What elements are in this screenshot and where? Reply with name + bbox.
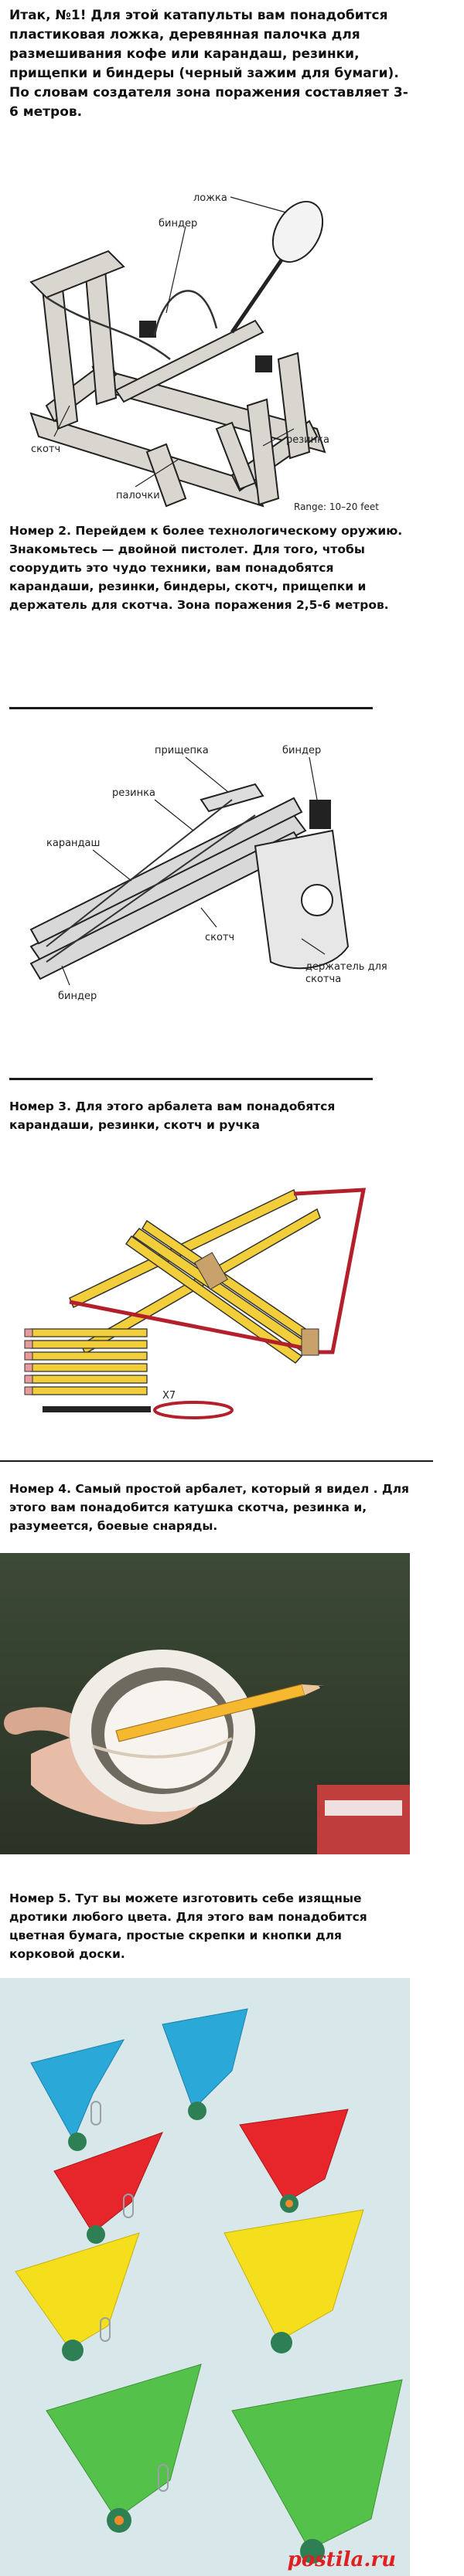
section-3-text: Номер 3. Для этого арбалета вам понадобя… (9, 1099, 336, 1132)
label-pencil: карандаш (46, 838, 100, 849)
label-rubber: резинка (112, 787, 155, 799)
crossbow-diagram: X7 (24, 1188, 367, 1419)
label-count: X7 (162, 1390, 176, 1402)
watermark: postila.ru (288, 2548, 396, 2571)
section-2-text: Номер 2. Перейдем к более технологическо… (9, 524, 403, 612)
tape-crossbow-photo (0, 1553, 410, 1854)
label-tape: скотч (205, 932, 234, 943)
watermark-tld: .ru (363, 2548, 396, 2571)
section-4-text: Номер 4. Самый простой арбалет, который … (9, 1482, 410, 1533)
catapult-diagram: ложка биндер скотч резинка палочки Range… (29, 192, 379, 512)
double-pistol-diagram: прищепка биндер резинка карандаш скотч б… (29, 745, 387, 1002)
watermark-brand: postila (287, 2548, 364, 2571)
label-spoon: ложка (193, 192, 227, 204)
label-binder: биндер (159, 218, 197, 229)
divider (0, 1460, 433, 1462)
label-rubber: резинка (286, 434, 329, 446)
divider (9, 1078, 373, 1080)
label-binder-top: биндер (282, 745, 321, 756)
label-sticks: палочки (116, 490, 160, 501)
label-tape: скотч (31, 443, 60, 455)
label-range: Range: 10–20 feet (294, 501, 379, 512)
label-binder-bottom: биндер (58, 991, 97, 1002)
paper-darts-photo: postila.ru (0, 1978, 410, 2576)
divider (9, 707, 373, 709)
section-1-text: Итак, №1! Для этой катапульты вам понадо… (9, 8, 408, 120)
section-5-text: Номер 5. Тут вы можете изготовить себе и… (9, 1891, 367, 1961)
label-clothespin: прищепка (155, 745, 209, 756)
